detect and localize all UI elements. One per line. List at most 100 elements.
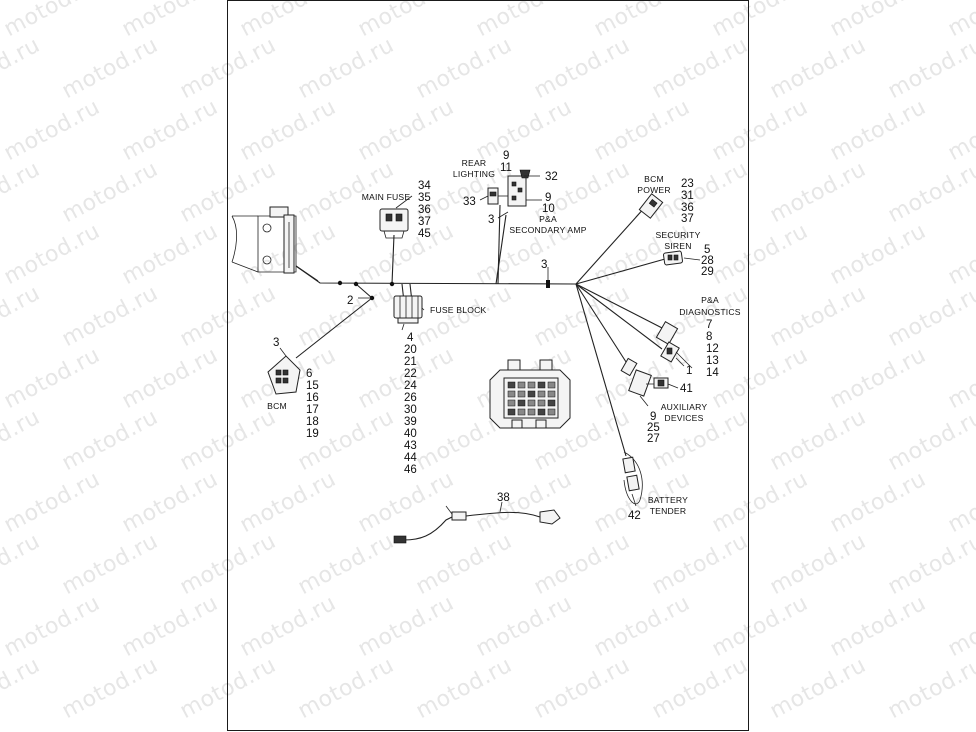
callout-number: 37: [418, 216, 431, 228]
callout-number: 10: [542, 203, 555, 215]
connector-pin: [507, 381, 516, 389]
bcm-power-connector: [638, 193, 664, 219]
callout-number: 37: [681, 213, 694, 225]
battery-tender-connector: [622, 451, 643, 505]
callout-number: 4: [407, 332, 414, 344]
callout-number: 3: [541, 259, 547, 271]
callout-number: 8: [706, 331, 712, 343]
callout-number: 44: [404, 452, 417, 464]
connector-pin: [547, 408, 556, 416]
label-auxiliary-devices: AUXILIARY: [661, 402, 708, 412]
callout-number: 35: [418, 192, 431, 204]
callout-number: 25: [647, 422, 660, 434]
connector-pin: [517, 390, 526, 398]
connector-pin: [527, 399, 536, 407]
connector-pin: [547, 381, 556, 389]
frame-rail: [231, 206, 297, 274]
connector-pin: [517, 381, 526, 389]
callout-number: 34: [418, 180, 431, 192]
callout-number: 11: [500, 162, 512, 174]
leader-lines: [358, 175, 701, 513]
callout-number: 27: [647, 433, 660, 445]
callout-number: 32: [545, 171, 558, 183]
main-fuse-connector: [379, 208, 409, 239]
callout-number: 6: [306, 368, 312, 380]
callout-number: 36: [418, 204, 431, 216]
label-pa-secondary-amp: SECONDARY AMP: [509, 225, 586, 235]
callout-number: 16: [306, 392, 319, 404]
callout-number: 30: [404, 404, 417, 416]
connector-face-detail: [489, 359, 571, 429]
label-bcm-power: POWER: [637, 185, 670, 195]
callout-number: 1: [686, 365, 692, 377]
callout-number: 46: [404, 464, 417, 476]
label-rear-lighting: LIGHTING: [453, 169, 495, 179]
callout-number: 14: [706, 367, 719, 379]
junction-dots: [337, 280, 550, 301]
callout-number: 3: [488, 214, 494, 226]
connector-pin: [507, 408, 516, 416]
callout-number: 45: [418, 228, 431, 240]
callout-number: 7: [706, 319, 712, 331]
callout-number: 20: [404, 344, 417, 356]
callout-number: 43: [404, 440, 417, 452]
pa-diagnostics-connector: [655, 321, 685, 367]
label-bcm-power: BCM: [644, 174, 664, 184]
rear-lighting-connectors: [487, 169, 531, 207]
callout-number: 41: [680, 383, 693, 395]
callout-numbers: 34 35 36 37 45 9 11 32 33 9 10 3 23 31 3…: [273, 150, 719, 522]
label-bcm: BCM: [267, 401, 287, 411]
callout-number: 17: [306, 404, 319, 416]
connector-pin: [507, 399, 516, 407]
connector-pin: [527, 408, 536, 416]
callout-number: 38: [497, 492, 510, 504]
connector-pin: [537, 399, 546, 407]
connector-pin: [517, 399, 526, 407]
label-fuse-block: FUSE BLOCK: [430, 305, 487, 315]
callout-number: 42: [628, 510, 641, 522]
connector-pin: [537, 390, 546, 398]
callout-number: 13: [706, 355, 719, 367]
callout-number: 39: [404, 416, 417, 428]
label-rear-lighting: REAR: [462, 158, 487, 168]
callout-number: 31: [681, 190, 694, 202]
label-pa-diagnostics: DIAGNOSTICS: [679, 307, 740, 317]
diagram-frame: [227, 0, 749, 731]
connector-pin: [527, 381, 536, 389]
connector-pin: [547, 390, 556, 398]
auxiliary-devices-connector: [620, 357, 669, 397]
label-security-siren: SECURITY: [655, 230, 700, 240]
callout-number: 9: [503, 150, 509, 162]
callout-number: 22: [404, 368, 417, 380]
callout-number: 28: [701, 255, 714, 267]
label-main-fuse: MAIN FUSE: [362, 192, 411, 202]
callout-number: 33: [463, 196, 476, 208]
callout-number: 9: [650, 411, 656, 423]
callout-number: 3: [273, 337, 279, 349]
callout-number: 36: [681, 202, 694, 214]
connector-pin: [507, 390, 516, 398]
wire-harness: [295, 204, 667, 457]
label-pa-diagnostics: P&A: [701, 295, 719, 305]
component-labels: REAR LIGHTING MAIN FUSE P&A SECONDARY AM…: [267, 158, 740, 516]
connector-pin: [537, 381, 546, 389]
bcm-connector: [267, 347, 301, 395]
extension-cable: [393, 505, 561, 544]
connector-pin: [527, 390, 536, 398]
callout-number: 9: [545, 192, 551, 204]
callout-number: 26: [404, 392, 417, 404]
callout-number: 12: [706, 343, 719, 355]
label-auxiliary-devices: DEVICES: [664, 413, 703, 423]
callout-number: 15: [306, 380, 319, 392]
security-siren-connector: [663, 250, 683, 266]
connector-pin: [537, 408, 546, 416]
connector-pin: [547, 399, 556, 407]
callout-number: 18: [306, 416, 319, 428]
callout-number: 23: [681, 178, 694, 190]
callout-number: 5: [704, 244, 710, 256]
callout-number: 21: [404, 356, 417, 368]
callout-number: 24: [404, 380, 417, 392]
callout-number: 40: [404, 428, 417, 440]
label-battery-tender: TENDER: [650, 506, 687, 516]
callout-number: 19: [306, 428, 319, 440]
